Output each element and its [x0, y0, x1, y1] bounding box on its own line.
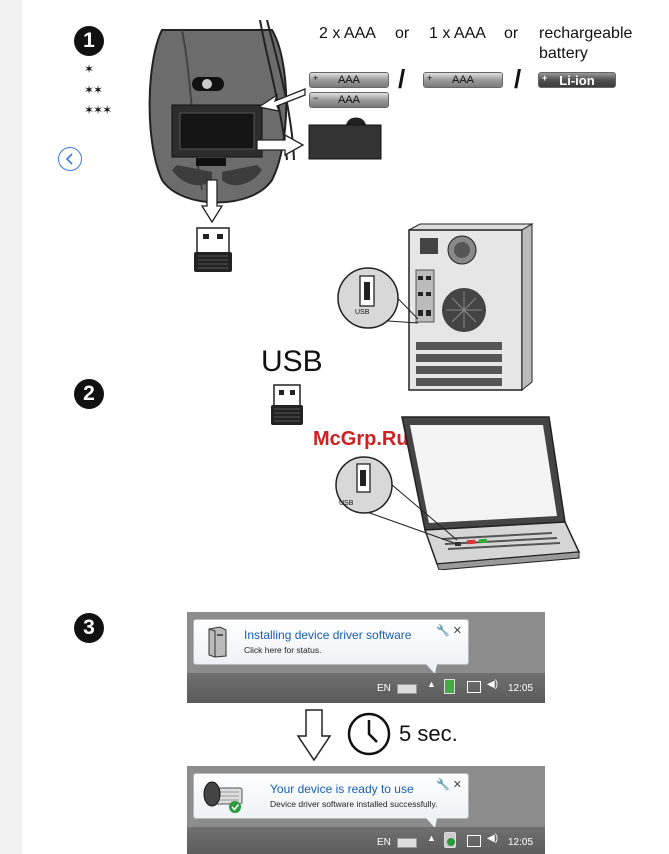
device-tower-icon: [208, 626, 227, 658]
clock[interactable]: 12:05: [508, 682, 534, 694]
option-rechargeable: rechargeable: [539, 25, 633, 42]
wrench-icon[interactable]: 🔧: [436, 779, 450, 791]
volume-icon[interactable]: ◀): [487, 679, 499, 690]
usb-receiver-icon: [194, 227, 232, 272]
option-2xaaa: 2 x AAA: [319, 25, 376, 42]
arrow-down-icon: [296, 709, 332, 762]
device-ready-icon[interactable]: [444, 832, 456, 848]
volume-icon[interactable]: ◀): [487, 833, 499, 844]
step-3-number: 3: [74, 613, 104, 643]
wait-duration: 5 sec.: [399, 721, 458, 746]
back-button[interactable]: [58, 147, 82, 171]
or-label-1: or: [395, 25, 410, 42]
network-icon[interactable]: [467, 835, 481, 847]
notification-subtitle: Device driver software installed success…: [270, 799, 438, 809]
aaa-battery-2: −AAA: [309, 92, 389, 108]
aaa-battery-1: +AAA: [309, 72, 389, 88]
arrow-receiver-icon: [200, 179, 224, 224]
separator-slash-2: /: [514, 64, 522, 94]
laptop-illustration: [335, 416, 581, 570]
wrench-icon[interactable]: 🔧: [436, 625, 450, 637]
watermark: McGrp.Ru: [313, 428, 409, 450]
close-icon[interactable]: ✕: [452, 625, 462, 637]
clock[interactable]: 12:05: [508, 836, 534, 848]
notification-subtitle: Click here for status.: [244, 645, 322, 655]
keyboard-icon[interactable]: [397, 684, 417, 694]
step-1-number: 1: [74, 26, 104, 56]
network-icon[interactable]: [467, 681, 481, 693]
notification-bubble-ready[interactable]: Your device is ready to use Device drive…: [193, 773, 469, 828]
option-battery: battery: [539, 45, 588, 62]
chevron-left-icon: [65, 153, 73, 165]
notification-bubble-installing[interactable]: Installing device driver software Click …: [193, 619, 469, 674]
manual-page: 1 ✶ ✶✶ ✶✶✶ 2 x AAA or 1 x AAA: [22, 0, 669, 854]
notification-actions: 🔧 ✕: [436, 778, 462, 791]
taskbar-notification-installing: Installing device driver software Click …: [187, 612, 545, 703]
stars-2: ✶✶: [84, 83, 103, 97]
or-label-2: or: [504, 25, 519, 42]
aaa-battery-single: +AAA: [423, 72, 503, 88]
keyboard-icon[interactable]: [397, 838, 417, 848]
battery-cover: [308, 117, 382, 160]
language-indicator[interactable]: EN: [377, 682, 391, 694]
tray-expand-icon[interactable]: ▲: [427, 679, 436, 689]
mouse-illustration: [148, 20, 295, 204]
close-icon[interactable]: ✕: [452, 779, 462, 791]
liion-battery: +Li-ion: [538, 72, 616, 88]
desktop-pc-illustration: [337, 223, 534, 392]
language-indicator[interactable]: EN: [377, 836, 391, 848]
notification-title: Installing device driver software: [244, 628, 412, 642]
taskbar-notification-ready: Your device is ready to use Device drive…: [187, 766, 545, 854]
stars-3: ✶✶✶: [84, 103, 112, 117]
tray-expand-icon[interactable]: ▲: [427, 833, 436, 843]
mouse-keyboard-device-icon: [203, 781, 243, 813]
usb-title: USB: [261, 345, 323, 378]
device-install-icon[interactable]: [444, 679, 455, 694]
arrow-cover-icon: [256, 133, 305, 157]
taskbar: EN ▲ ◀) 12:05: [187, 673, 545, 703]
notification-title: Your device is ready to use: [270, 782, 414, 796]
stars-1: ✶: [84, 62, 94, 76]
usb-port-label-desktop: USB: [355, 309, 370, 316]
arrow-insert-icon: [257, 88, 306, 112]
notification-actions: 🔧 ✕: [436, 624, 462, 637]
usb-receiver-plug-icon: [271, 384, 303, 425]
separator-slash-1: /: [398, 64, 406, 94]
step-2-number: 2: [74, 379, 104, 409]
usb-port-label-laptop: USB: [339, 500, 354, 507]
taskbar: EN ▲ ◀) 12:05: [187, 827, 545, 854]
option-1xaaa: 1 x AAA: [429, 25, 486, 42]
clock-timer-icon: [347, 712, 391, 756]
